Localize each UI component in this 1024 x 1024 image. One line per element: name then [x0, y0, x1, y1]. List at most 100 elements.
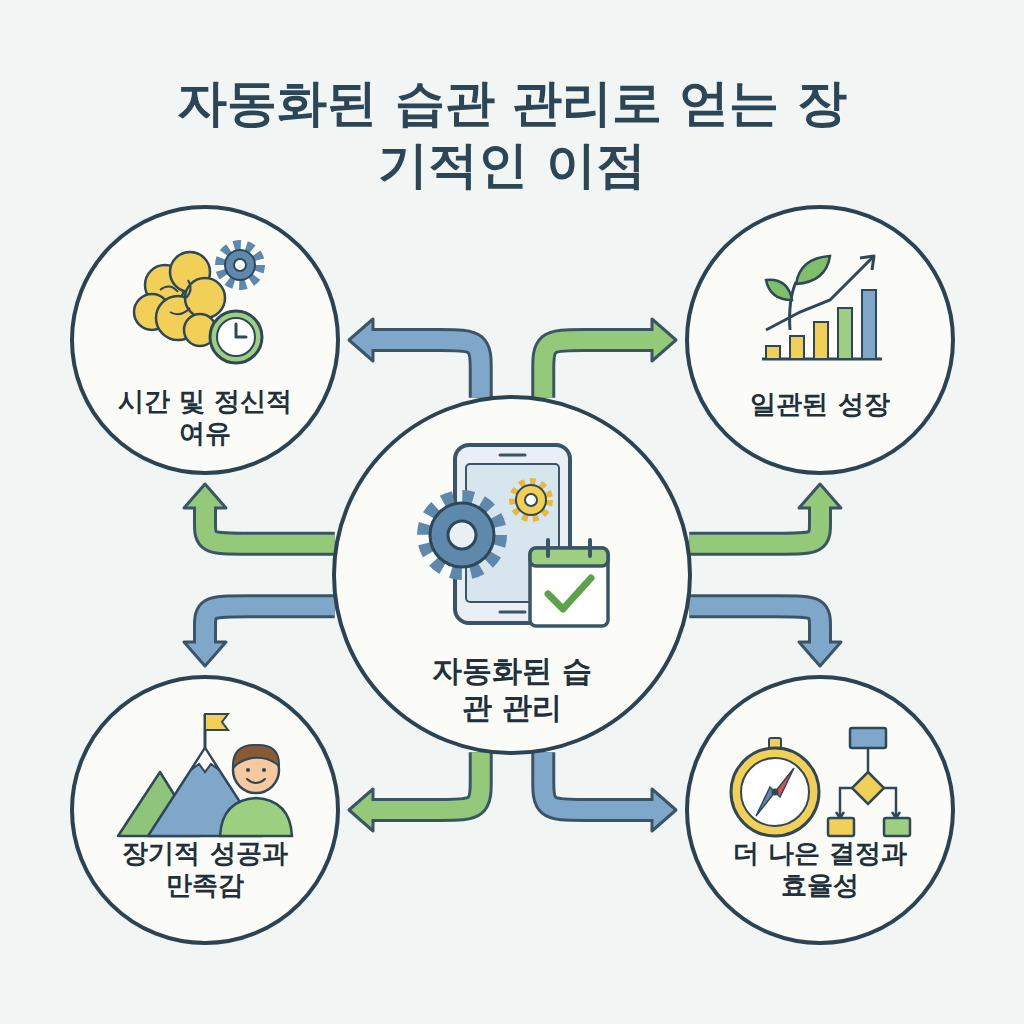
- arrow-outline: [543, 340, 656, 398]
- chart-bar: [862, 290, 876, 359]
- arrow-shaft: [205, 606, 335, 646]
- calendar-icon: [530, 540, 608, 626]
- calendar-ring: [588, 540, 592, 556]
- person-body: [220, 798, 292, 836]
- person-smile: [247, 779, 265, 783]
- phone-speaker: [500, 454, 525, 457]
- brain-lobe: [170, 252, 210, 292]
- calendar-header: [530, 548, 608, 566]
- arrow-shaft: [689, 504, 820, 544]
- flow-line: [867, 748, 870, 772]
- arrow-shaft: [369, 340, 481, 398]
- flow-box: [828, 818, 854, 836]
- flow-arrow: [543, 752, 676, 831]
- arrow-shaft: [543, 340, 656, 398]
- gear-hole: [448, 521, 476, 549]
- node-label: 시간 및 정신적 여유: [105, 386, 305, 449]
- gear-teeth: [220, 245, 260, 285]
- person-icon: [220, 745, 292, 836]
- gear-body: [430, 503, 494, 567]
- flow-arrow: [349, 752, 481, 831]
- arrow-outline: [369, 752, 481, 810]
- compass-needle: [756, 787, 775, 816]
- node-text-wrap: 장기적 성공과 만족감: [105, 838, 305, 901]
- gear-teeth: [513, 482, 549, 518]
- compass-loop: [769, 738, 781, 748]
- calendar-ring: [546, 540, 550, 556]
- plant-leaf: [766, 280, 792, 300]
- brain-lobe: [156, 296, 200, 340]
- circle-shape: [687, 207, 953, 473]
- node-label: 일관된 성장: [720, 389, 920, 421]
- gear-body: [225, 250, 255, 280]
- gear-icon: [513, 482, 549, 518]
- phone-screen: [466, 464, 559, 602]
- flow-box: [850, 728, 886, 748]
- circle-shape: [72, 677, 338, 943]
- arrow-shaft: [543, 752, 656, 810]
- arrow-outline: [369, 340, 481, 398]
- brain-lobe: [134, 294, 170, 330]
- compass-icon: [731, 738, 819, 836]
- person-head: [233, 747, 279, 793]
- clock-face: [217, 318, 255, 356]
- node-text-wrap: 일관된 성장: [720, 389, 920, 421]
- arrow-outline: [543, 752, 656, 810]
- brain-icon: [134, 252, 225, 346]
- arrow-outline: [205, 606, 335, 646]
- growth-chart-icon: [762, 256, 882, 359]
- gear-teeth: [424, 497, 500, 573]
- hub-circle: 자동화된 습관 관리: [332, 395, 692, 755]
- gear-icon: [424, 497, 500, 573]
- mountain: [118, 772, 200, 836]
- chart-baseline: [762, 358, 882, 361]
- node-text-wrap: 더 나은 결정과 효율성: [720, 838, 920, 901]
- flow-arrow: [184, 484, 335, 544]
- compass-pivot: [772, 789, 779, 796]
- benefit-circle: 장기적 성공과 만족감: [70, 675, 340, 945]
- flow-line: [840, 788, 896, 818]
- circle-outline: [685, 205, 955, 475]
- circle-outline: [685, 675, 955, 945]
- flow-arrowhead: [836, 812, 900, 818]
- flow-arrow: [349, 319, 481, 398]
- flow-arrow: [184, 606, 335, 666]
- person-eye: [262, 768, 266, 772]
- gear-body: [516, 485, 546, 515]
- circle-shape: [334, 397, 690, 753]
- brain-lobe: [184, 314, 216, 346]
- arrow-outline: [689, 504, 820, 544]
- brain-fold: [160, 280, 191, 314]
- gear-icon: [220, 245, 260, 285]
- clock-rim: [210, 311, 262, 363]
- chart-bar: [766, 346, 780, 359]
- diagram-title: 자동화된 습관 관리로 얻는 장기적인 이점: [162, 72, 862, 196]
- node-text-wrap: 시간 및 정신적 여유: [105, 386, 305, 449]
- arrow-outline: [205, 504, 335, 544]
- title-area: 자동화된 습관 관리로 얻는 장기적인 이점: [162, 72, 862, 196]
- chart-bar: [838, 308, 852, 359]
- flow-arrow: [689, 484, 841, 544]
- chart-bar: [790, 336, 804, 359]
- arrow-shaft: [205, 504, 335, 544]
- flowchart-icon: [828, 728, 910, 836]
- benefit-circle: 시간 및 정신적 여유: [70, 205, 340, 475]
- arrow-shaft: [369, 752, 481, 810]
- trend-line: [766, 258, 872, 330]
- flow-arrow: [543, 319, 676, 398]
- mountain: [148, 748, 262, 836]
- flow-diamond: [852, 772, 884, 804]
- plant-stem: [790, 282, 796, 330]
- gear-hole: [525, 494, 537, 506]
- trend-arrowhead: [860, 256, 874, 270]
- compass-needle: [775, 768, 794, 797]
- compass-rim: [731, 748, 819, 836]
- phone-body: [455, 445, 570, 623]
- flow-box: [884, 818, 910, 836]
- circle-outline: [70, 675, 340, 945]
- person-eye: [246, 768, 250, 772]
- snow-cap: [191, 748, 219, 772]
- circle-shape: [72, 207, 338, 473]
- phone-button: [500, 611, 525, 614]
